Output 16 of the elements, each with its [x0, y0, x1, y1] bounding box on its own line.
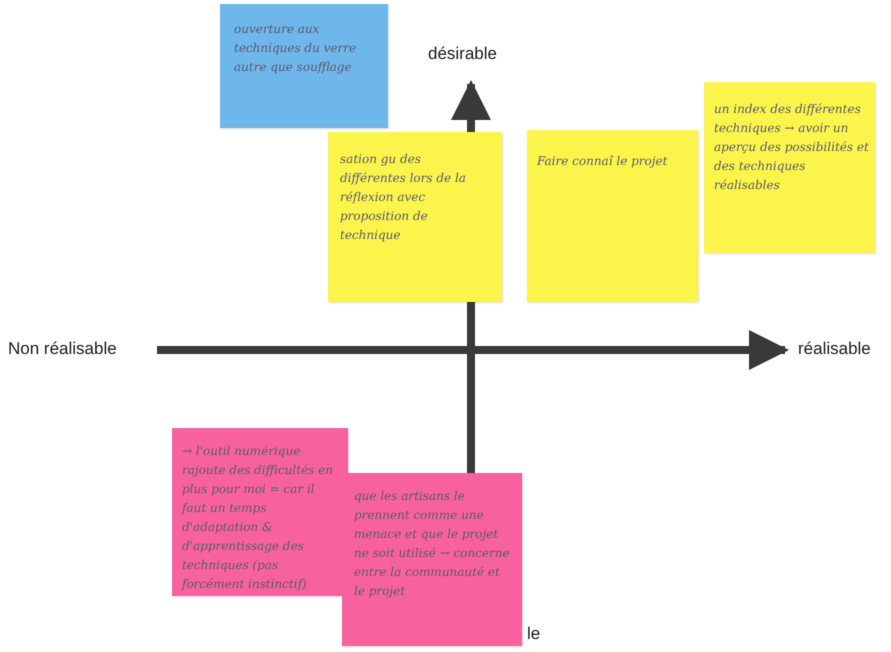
sticky-note: [527, 130, 698, 302]
sticky-note: [172, 428, 348, 596]
handwritten-note-text: que les artisans le prennent comme une menace et que le projet ne soit utilisé → concerne entre la communauté et le projet: [354, 488, 511, 600]
handwritten-note-text: → l'outil numérique rajoute des difficultés en plus pour moi = car il faut un temps d'adaptation & d'apprentissage des techniques (pas forcément instinctif): [182, 443, 334, 593]
sticky-note: [220, 4, 388, 128]
handwritten-note-text: Faire connaî le projet: [537, 153, 668, 170]
sticky-note: [342, 473, 522, 646]
sticky-note: [704, 82, 875, 253]
axis-label: le: [527, 624, 540, 644]
handwritten-note-text: sation gu des différentes lors de la réflexion avec proposition de technique: [340, 151, 467, 244]
axis-label: Non réalisable: [8, 339, 117, 359]
axis-label: réalisable: [798, 339, 871, 359]
sticky-note: [328, 132, 502, 302]
handwritten-note-text: un index des différentes techniques → avoir un aperçu des possibilités et des techniques réalisables: [714, 101, 869, 194]
handwritten-note-text: ouverture aux techniques du verre autre que soufflage: [234, 21, 358, 76]
axis-label: désirable: [428, 44, 497, 64]
